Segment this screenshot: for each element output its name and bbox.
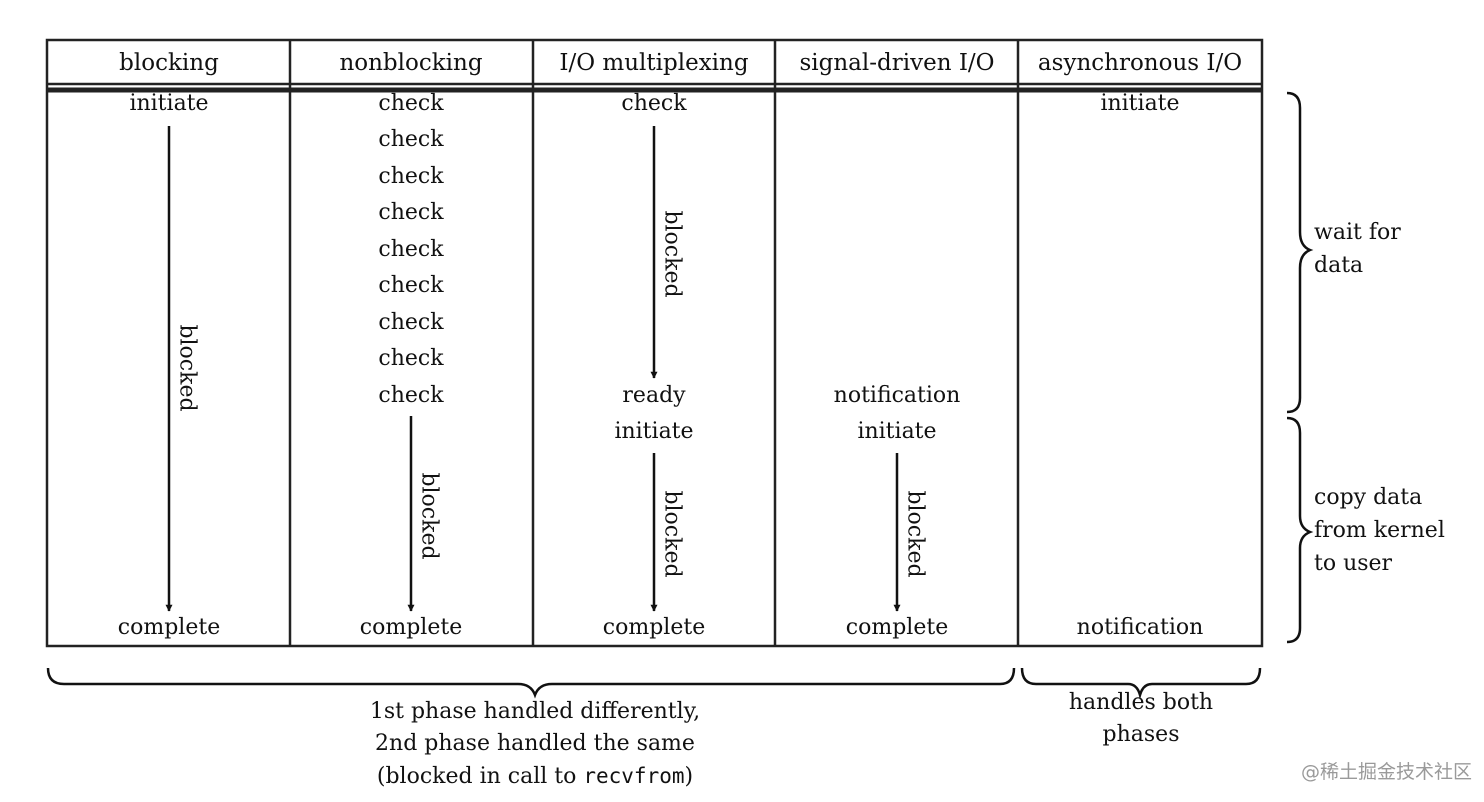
blocking-initiate: initiate <box>129 91 209 116</box>
multiplexing-initiate: initiate <box>614 419 694 444</box>
nonblocking-check: check <box>378 273 444 298</box>
phase-copy-line: from kernel <box>1314 518 1445 543</box>
nonblocking-check: check <box>378 237 444 262</box>
right-bottom-brace <box>1020 667 1262 700</box>
signal-complete: complete <box>845 615 949 640</box>
nonblocking-check: check <box>378 91 444 116</box>
footer-left-line: 2nd phase handled the same <box>375 731 695 756</box>
multiplexing-ready: ready <box>622 383 686 408</box>
async-initiate: initiate <box>1100 91 1180 116</box>
watermark: @稀土掘金技术社区 <box>1301 761 1473 783</box>
multiplexing-check: check <box>621 91 687 116</box>
footer-left-prefix: (blocked in call to <box>376 764 584 789</box>
footer-left-line: 1st phase handled differently, <box>369 699 701 724</box>
phase-copy-line: copy data <box>1314 485 1423 510</box>
phase-copy-label: copy data from kernel to user <box>1314 481 1445 580</box>
header-io-multiplexing: I/O multiplexing <box>559 50 749 76</box>
header-blocking: blocking <box>119 50 219 76</box>
header-signal-driven: signal-driven I/O <box>799 50 995 76</box>
footer-left-line: (blocked in call to recvfrom) <box>370 760 700 793</box>
table-frame <box>45 38 1264 648</box>
async-notification: notification <box>1076 615 1204 640</box>
signal-initiate: initiate <box>857 419 937 444</box>
footer-left-caption: 1st phase handled differently, 2nd phase… <box>370 696 700 793</box>
nonblocking-check: check <box>378 164 444 189</box>
nonblocking-check: check <box>378 383 444 408</box>
footer-left-code: recvfrom <box>583 764 685 788</box>
signal-notification: notification <box>833 383 961 408</box>
phase-wait-line: wait for <box>1314 220 1401 245</box>
left-bottom-brace <box>46 667 1016 699</box>
nonblocking-check: check <box>378 346 444 371</box>
nonblocking-check: check <box>378 310 444 335</box>
nonblocking-check: check <box>378 200 444 225</box>
signal-blocked-label: blocked <box>902 490 928 578</box>
phase-copy-line: to user <box>1314 551 1393 576</box>
phase-wait-label: wait for data <box>1314 216 1401 282</box>
nonblocking-blocked-label: blocked <box>416 472 442 560</box>
header-asynchronous: asynchronous I/O <box>1037 50 1243 76</box>
blocking-blocked-label: blocked <box>174 324 200 412</box>
footer-right-line: phases <box>1102 722 1180 747</box>
nonblocking-check: check <box>378 127 444 152</box>
header-nonblocking: nonblocking <box>339 50 483 76</box>
nonblocking-complete: complete <box>359 615 463 640</box>
multiplexing-blocked-label-copy: blocked <box>659 490 685 578</box>
phase-wait-line: data <box>1314 253 1364 278</box>
footer-left-suffix: ) <box>684 764 694 789</box>
copy-brace <box>1286 416 1314 644</box>
blocking-complete: complete <box>117 615 221 640</box>
multiplexing-complete: complete <box>602 615 706 640</box>
footer-right-line: handles both <box>1068 690 1214 715</box>
multiplexing-blocked-label-wait: blocked <box>659 210 685 298</box>
wait-brace <box>1286 91 1314 414</box>
footer-right-caption: handles both phases <box>1069 687 1213 751</box>
